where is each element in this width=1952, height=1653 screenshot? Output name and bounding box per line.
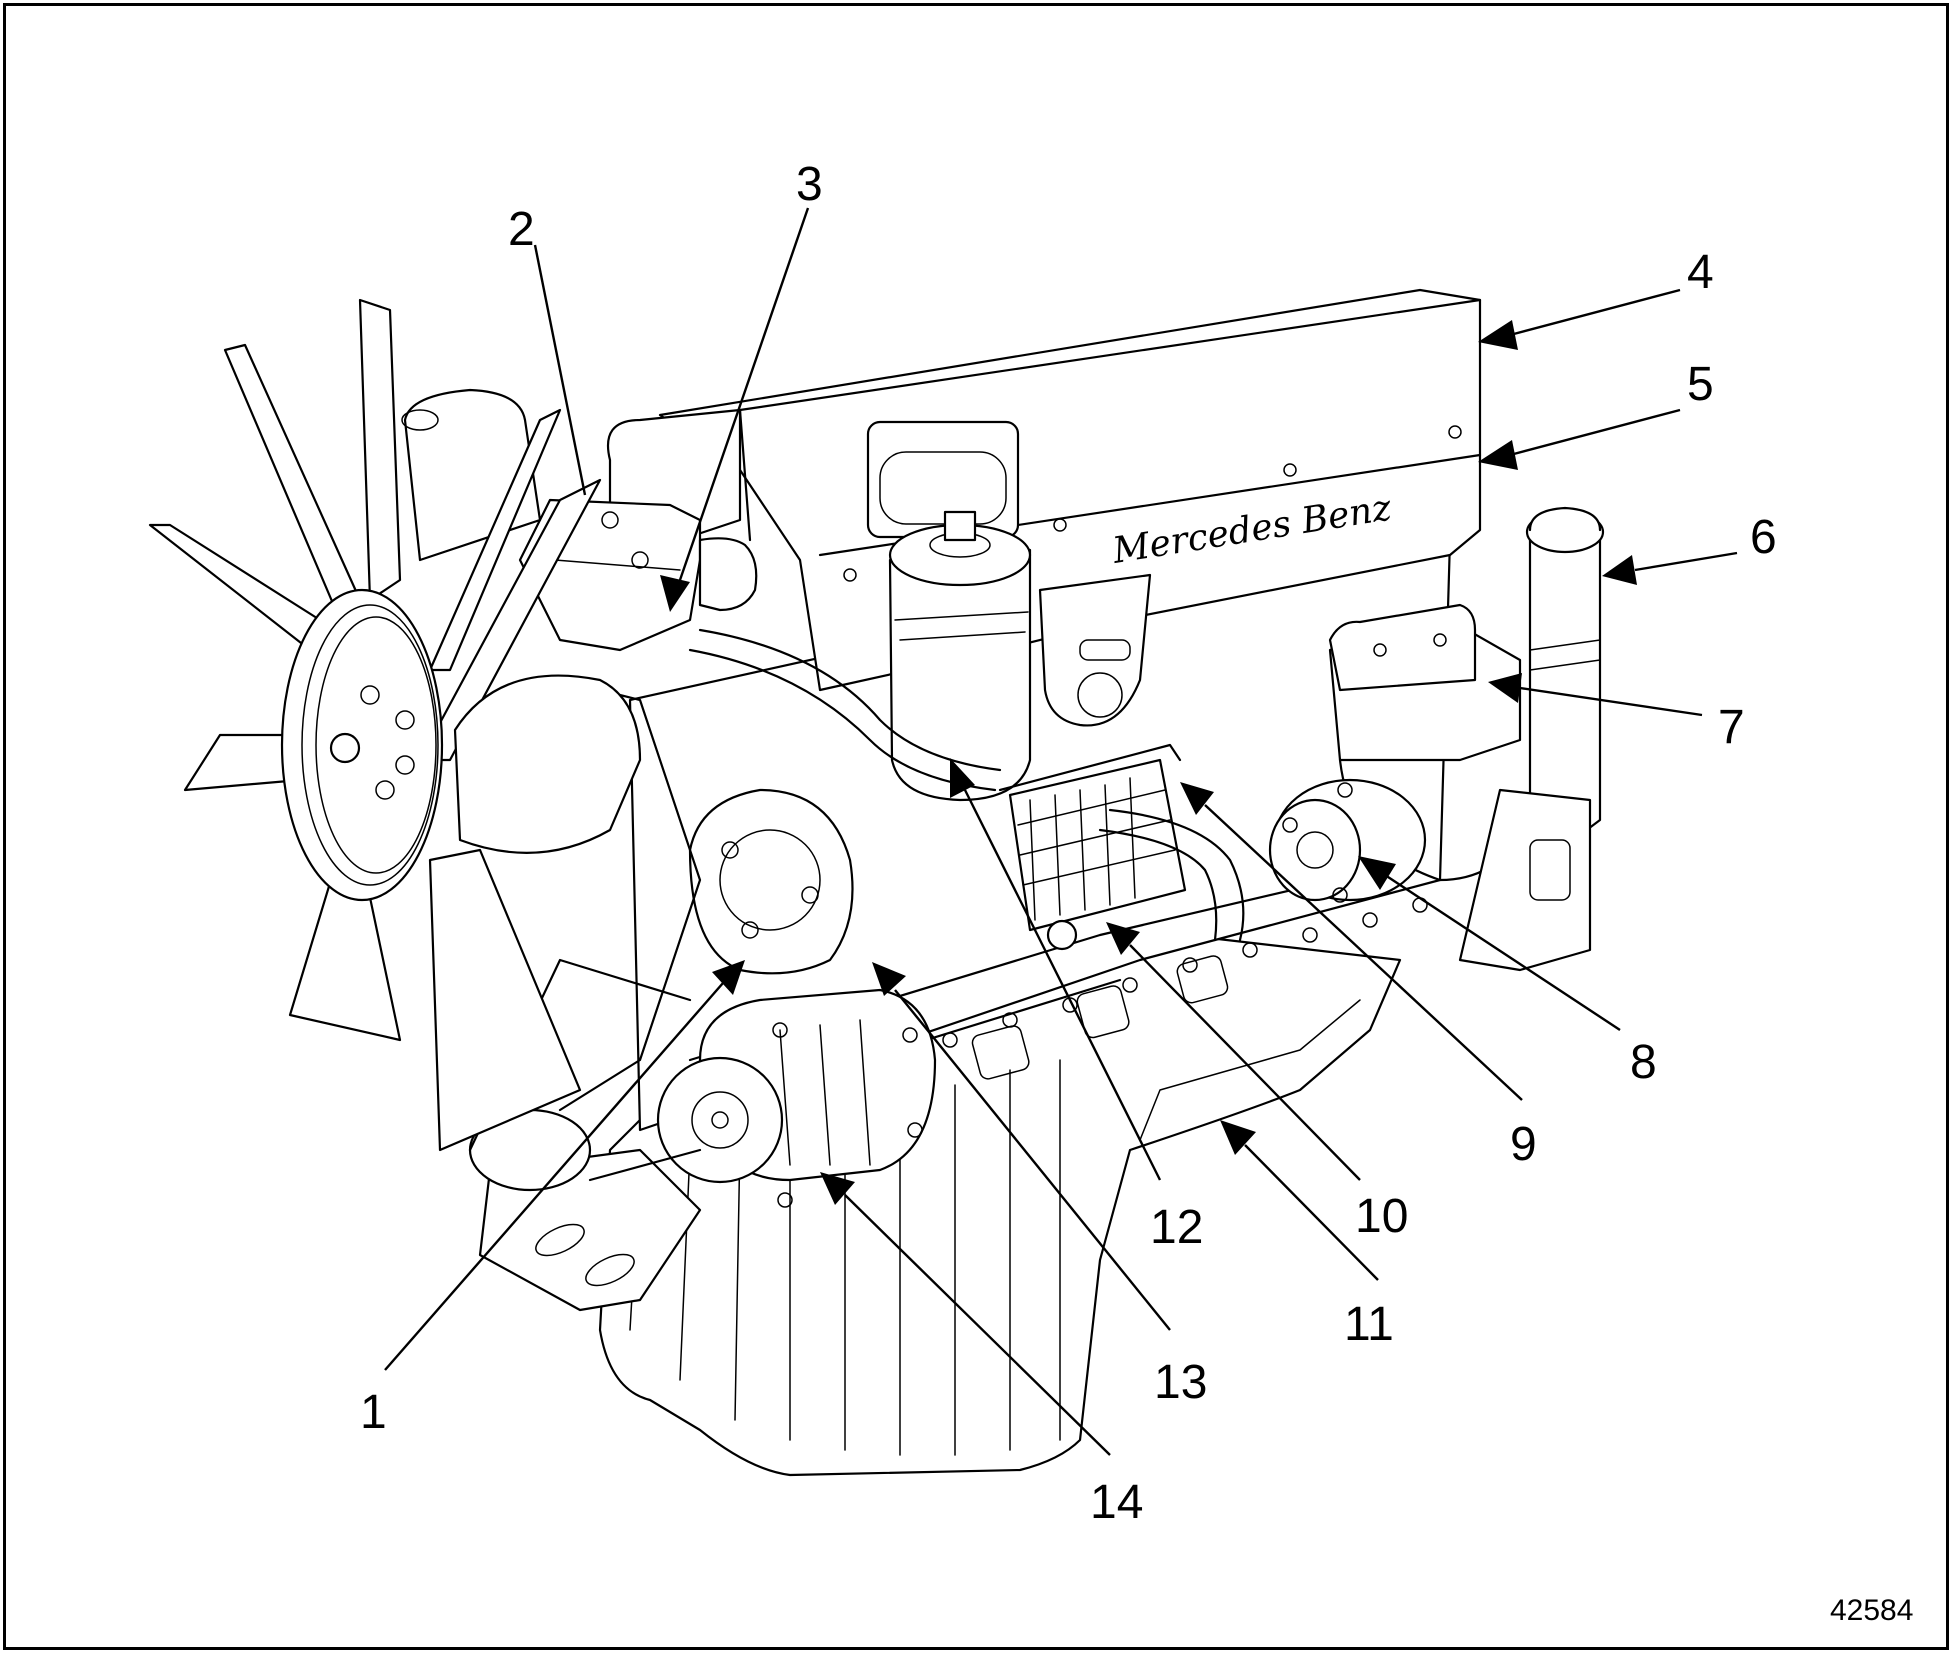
fuel-line-outer <box>688 648 997 792</box>
front-cover <box>558 688 702 1112</box>
callout-1: 1 <box>360 1386 387 1439</box>
power-steering-pump <box>1268 778 1427 903</box>
alternator <box>656 988 937 1208</box>
engine-control-module <box>1008 758 1187 951</box>
lifting-eye <box>1038 573 1152 727</box>
water-pump <box>688 788 854 975</box>
callout-8: 8 <box>1630 1036 1657 1089</box>
air-compressor <box>1328 603 1542 882</box>
callout-11: 11 <box>1344 1298 1394 1351</box>
callout-14: 14 <box>1090 1476 1143 1529</box>
fuel-line <box>698 628 1002 772</box>
ecu-bracket <box>998 743 1182 792</box>
callout-2: 2 <box>508 203 535 256</box>
callout-10: 10 <box>1355 1190 1408 1243</box>
callout-5: 5 <box>1687 358 1714 411</box>
callout-3: 3 <box>796 158 823 211</box>
coolant-hose <box>1108 808 1245 942</box>
callout-12: 12 <box>1150 1201 1203 1254</box>
callout-7: 7 <box>1718 701 1745 754</box>
cooling-fan <box>148 298 642 1152</box>
fuel-filter <box>888 510 1032 802</box>
callout-leaders <box>384 207 1738 1456</box>
callout-13: 13 <box>1154 1356 1207 1409</box>
coolant-hose-inner <box>1098 828 1218 942</box>
flywheel-housing <box>1458 788 1592 972</box>
callout-labels: 1 2 3 4 5 6 7 8 9 10 11 12 13 14 <box>360 158 1777 1529</box>
callout-6: 6 <box>1750 511 1777 564</box>
figure-number: 42584 <box>1830 1594 1913 1627</box>
callout-4: 4 <box>1687 246 1714 299</box>
callout-9: 9 <box>1510 1118 1537 1171</box>
